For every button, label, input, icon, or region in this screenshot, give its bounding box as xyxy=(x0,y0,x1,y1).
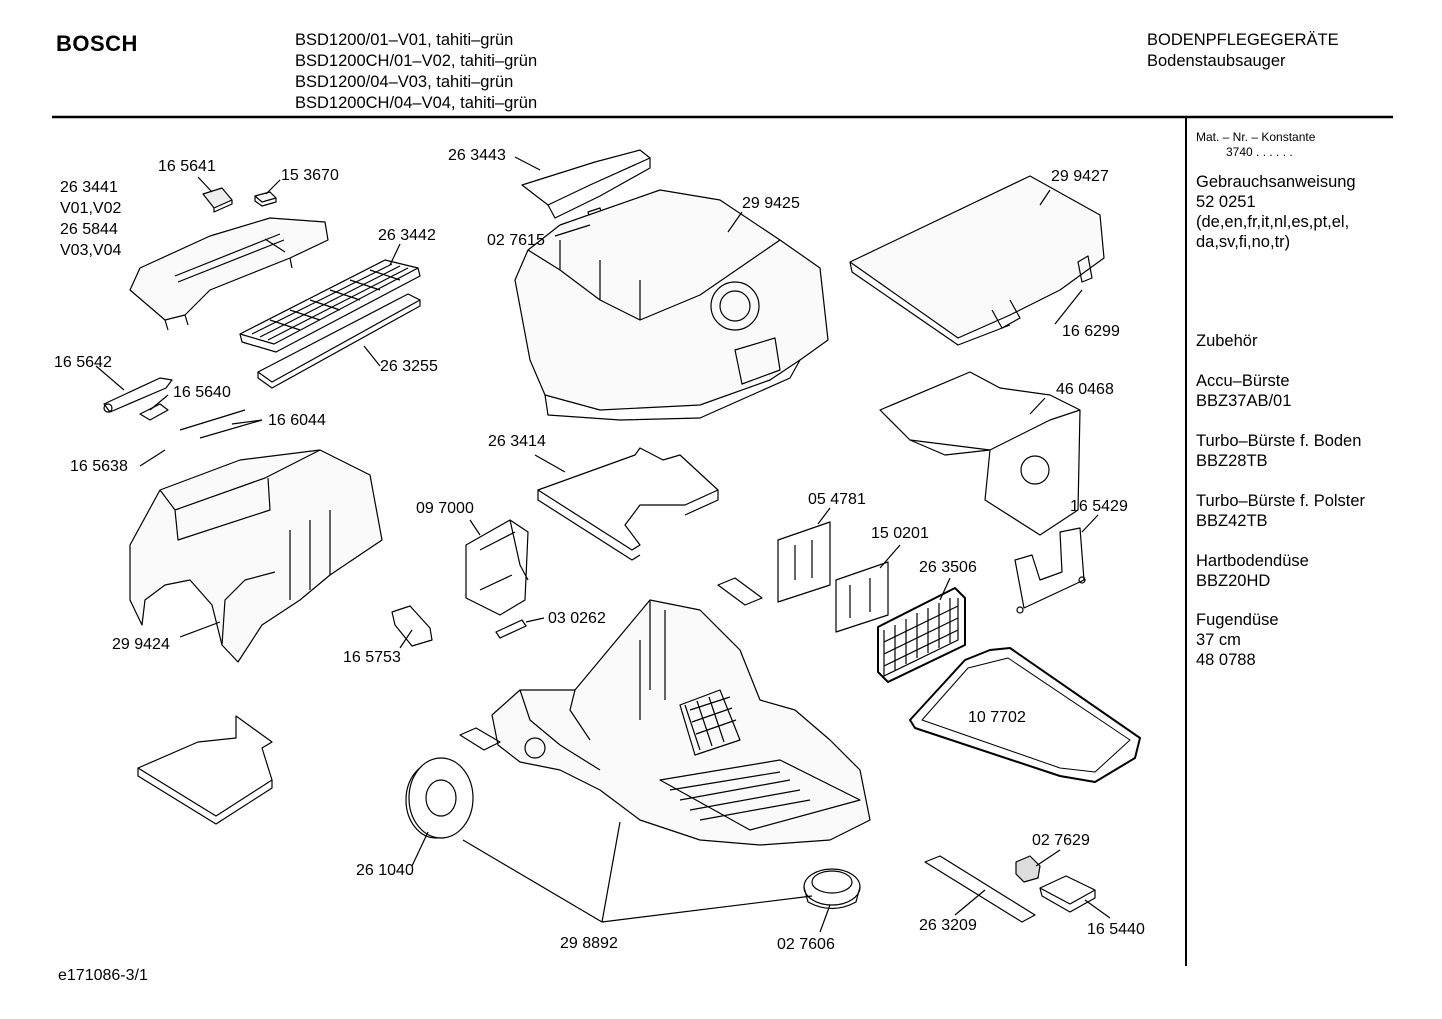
part-263506-drawing xyxy=(877,587,966,683)
accessory-5-length: 37 cm xyxy=(1196,631,1241,649)
part-label-263442: 26 3442 xyxy=(378,227,436,244)
accessories-title: Zubehör xyxy=(1196,332,1258,350)
accessory-1-code: BBZ37AB/01 xyxy=(1196,392,1292,410)
model-line-3: BSD1200/04–V03, tahiti–grün xyxy=(295,73,514,91)
part-label-027629: 02 7629 xyxy=(1032,832,1090,849)
accessory-5-code: 48 0788 xyxy=(1196,651,1256,669)
part-298892-drawing xyxy=(491,599,871,846)
mat-nr-label: Mat. – Nr. – Konstante xyxy=(1196,130,1316,144)
accessory-5-name: Fugendüse xyxy=(1196,611,1279,629)
part-label-165429: 16 5429 xyxy=(1070,498,1128,515)
part-label-165638: 16 5638 xyxy=(70,458,128,475)
part-299427-drawing xyxy=(849,175,1105,346)
brand-logo: BOSCH xyxy=(56,31,138,56)
document-id: e171086-3/1 xyxy=(58,967,148,984)
accessory-2-name: Turbo–Bürste f. Boden xyxy=(1196,432,1362,450)
part-261040-drawing xyxy=(405,757,474,839)
accessory-4-code: BBZ20HD xyxy=(1196,572,1271,590)
part-460468-drawing xyxy=(879,371,1081,536)
part-label-054781: 05 4781 xyxy=(808,491,866,508)
part-263442-drawing xyxy=(239,259,421,353)
accessory-3-code: BBZ42TB xyxy=(1196,512,1268,530)
part-label-165753: 16 5753 xyxy=(343,649,401,666)
part-label-263255: 26 3255 xyxy=(380,358,438,375)
part-027629-drawing xyxy=(1015,855,1041,883)
part-150201-drawing xyxy=(835,561,889,633)
manual-languages-2: da,sv,fi,no,tr) xyxy=(1196,233,1291,251)
part-label-165440: 16 5440 xyxy=(1087,921,1145,938)
part-label-107702: 10 7702 xyxy=(968,709,1026,726)
model-line-2: BSD1200CH/01–V02, tahiti–grün xyxy=(295,52,538,70)
part-label-030262: 03 0262 xyxy=(548,610,606,627)
part-label-299425: 29 9425 xyxy=(742,195,800,212)
part-label-263209: 26 3209 xyxy=(919,917,977,934)
part-299424-drawing xyxy=(129,449,383,663)
part-label-263443: 26 3443 xyxy=(448,147,506,164)
part-label-166044: 16 6044 xyxy=(268,412,326,429)
model-line-1: BSD1200/01–V01, tahiti–grün xyxy=(295,31,514,49)
part-label-027615: 02 7615 xyxy=(487,232,545,249)
part-263209-drawing xyxy=(924,855,1036,923)
part-label-097000: 09 7000 xyxy=(416,500,474,517)
part-label-265844: 26 5844 xyxy=(60,221,118,238)
part-153670-drawing xyxy=(254,191,277,207)
manual-languages-1: (de,en,fr,it,nl,es,pt,el, xyxy=(1196,213,1350,231)
part-166044-wire xyxy=(199,419,263,439)
part-label-153670: 15 3670 xyxy=(281,167,339,184)
part-097000-drawing xyxy=(465,519,529,616)
part-030262-drawing xyxy=(495,619,527,639)
base-small-block-drawing xyxy=(459,727,501,751)
part-263441-drawing xyxy=(129,217,329,331)
part-label-263506: 26 3506 xyxy=(919,559,977,576)
part-165638-wire xyxy=(179,409,246,431)
mat-nr-value: 3740 . . . . . . xyxy=(1226,145,1293,159)
part-107702-drawing xyxy=(909,647,1141,783)
part-label-263414: 26 3414 xyxy=(488,433,546,450)
part-165641-drawing xyxy=(202,187,233,213)
manual-title: Gebrauchsanweisung xyxy=(1196,173,1356,191)
subcategory-title: Bodenstaubsauger xyxy=(1147,52,1286,70)
part-label-261040: 26 1040 xyxy=(356,862,414,879)
part-263255-drawing xyxy=(257,293,421,389)
model-line-4: BSD1200CH/04–V04, tahiti–grün xyxy=(295,94,538,112)
part-label-165641: 16 5641 xyxy=(158,158,216,175)
part-label-165640: 16 5640 xyxy=(173,384,231,401)
part-263414-drawing xyxy=(537,447,719,561)
part-165753-drawing xyxy=(391,605,433,647)
small-block-drawing xyxy=(717,577,763,606)
part-label-299424: 29 9424 xyxy=(112,636,170,653)
part-label-v0102: V01,V02 xyxy=(60,200,122,217)
part-label-299427: 29 9427 xyxy=(1051,168,1109,185)
part-299425-drawing xyxy=(514,189,829,421)
accessory-2-code: BBZ28TB xyxy=(1196,452,1268,470)
accessory-1-name: Accu–Bürste xyxy=(1196,372,1290,390)
part-label-165642: 16 5642 xyxy=(54,354,112,371)
category-title: BODENPFLEGEGERÄTE xyxy=(1147,31,1339,49)
part-label-027606: 02 7606 xyxy=(777,936,835,953)
part-165642-drawing xyxy=(103,377,173,413)
part-label-166299: 16 6299 xyxy=(1062,323,1120,340)
part-floor-mat-drawing xyxy=(137,715,273,825)
leader-lines xyxy=(95,156,1111,933)
part-label-298892: 29 8892 xyxy=(560,935,618,952)
part-label-150201: 15 0201 xyxy=(871,525,929,542)
accessory-3-name: Turbo–Bürste f. Polster xyxy=(1196,492,1366,510)
part-054781-drawing xyxy=(777,521,831,603)
part-label-460468: 46 0468 xyxy=(1056,381,1114,398)
accessory-4-name: Hartbodendüse xyxy=(1196,552,1309,570)
part-label-v0304: V03,V04 xyxy=(60,242,122,259)
part-165440-drawing xyxy=(1039,875,1096,913)
manual-number: 52 0251 xyxy=(1196,193,1256,211)
part-027606-drawing xyxy=(803,868,861,910)
part-165429-drawing xyxy=(1014,527,1086,614)
part-label-263441: 26 3441 xyxy=(60,179,118,196)
